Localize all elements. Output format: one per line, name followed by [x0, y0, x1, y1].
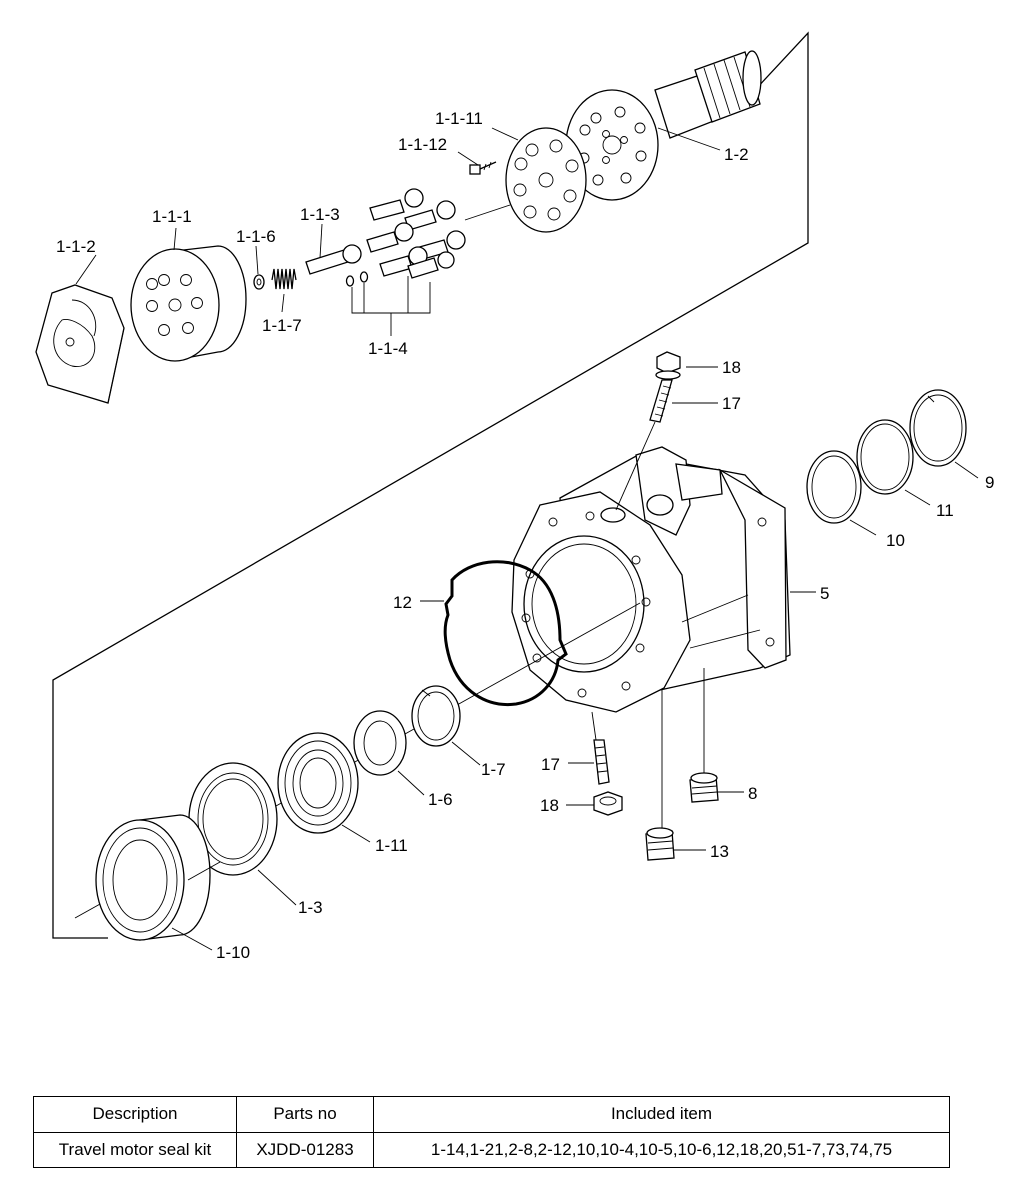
part-1-6-collar — [353, 710, 407, 776]
part-17-stud-bottom — [593, 739, 610, 785]
part-12-gasket — [443, 560, 568, 707]
callout-18-bottom: 18 — [540, 796, 559, 815]
table-header-row: Description Parts no Included item — [33, 1096, 950, 1133]
part-1-10-bearing — [95, 814, 211, 941]
part-1-1-1-cylinder-block — [130, 245, 247, 362]
callout-1-1-4: 1-1-4 — [368, 339, 408, 358]
exploded-parts-diagram: 1-1-11 1-1-12 1-2 1-1-1 1-1-3 1-1-6 1-1-… — [35, 31, 994, 962]
part-1-1-6-washer — [253, 274, 265, 290]
callout-1-10: 1-10 — [216, 943, 250, 962]
callout-17-bottom: 17 — [541, 755, 560, 774]
callout-1-1-1: 1-1-1 — [152, 207, 192, 226]
header-included-item: Included item — [373, 1096, 950, 1133]
callout-18-top: 18 — [722, 358, 741, 377]
callout-8: 8 — [748, 784, 757, 803]
callout-1-1-11: 1-1-11 — [435, 109, 483, 128]
callout-5: 5 — [820, 584, 829, 603]
cell-description: Travel motor seal kit — [33, 1131, 237, 1168]
callout-1-1-7: 1-1-7 — [262, 316, 302, 335]
part-18-bolt-top — [655, 351, 681, 380]
part-11-backup-ring — [856, 419, 914, 495]
part-1-1-7-spring — [271, 268, 297, 290]
callout-10: 10 — [886, 531, 905, 550]
callout-17-top: 17 — [722, 394, 741, 413]
part-13-plug — [645, 827, 675, 861]
part-1-1-4-pistons — [345, 188, 466, 287]
cell-included-item: 1-14,1-21,2-8,2-12,10,10-4,10-5,10-6,12,… — [373, 1131, 950, 1168]
part-1-1-2-valve-plate — [35, 284, 125, 404]
part-1-1-11-retainer-plate — [505, 127, 587, 233]
callout-1-1-3: 1-1-3 — [300, 205, 340, 224]
part-1-3-oil-seal — [188, 762, 278, 876]
callout-1-1-6: 1-1-6 — [236, 227, 276, 246]
group-frame — [52, 31, 809, 939]
header-parts-no: Parts no — [236, 1096, 374, 1133]
part-5-motor-housing — [511, 446, 791, 713]
callout-1-2: 1-2 — [724, 145, 749, 164]
callout-1-1-12: 1-1-12 — [398, 135, 447, 154]
part-1-7-snap-ring — [411, 685, 461, 747]
part-17-stud-top — [649, 379, 673, 423]
part-1-1-12-screw — [469, 161, 497, 175]
part-9-snap-ring — [909, 389, 967, 467]
callout-13: 13 — [710, 842, 729, 861]
part-1-1-3-pin — [305, 244, 362, 275]
callout-1-6: 1-6 — [428, 790, 453, 809]
part-10-o-ring — [806, 450, 862, 524]
callout-1-7: 1-7 — [481, 760, 506, 779]
part-1-2-shaft — [565, 50, 762, 201]
seal-kit-table: Description Parts no Included item Trave… — [33, 1096, 950, 1168]
header-description: Description — [33, 1096, 237, 1133]
callout-9: 9 — [985, 473, 994, 492]
callout-1-1-2: 1-1-2 — [56, 237, 96, 256]
callout-1-3: 1-3 — [298, 898, 323, 917]
callout-12: 12 — [393, 593, 412, 612]
cell-parts-no: XJDD-01283 — [236, 1131, 374, 1168]
callout-11: 11 — [936, 501, 954, 520]
part-1-11-bearing — [277, 732, 359, 834]
callout-1-11: 1-11 — [375, 836, 408, 855]
part-8-plug — [689, 772, 719, 803]
table-row: Travel motor seal kit XJDD-01283 1-14,1-… — [33, 1131, 950, 1168]
part-18-nut-bottom — [593, 791, 623, 816]
